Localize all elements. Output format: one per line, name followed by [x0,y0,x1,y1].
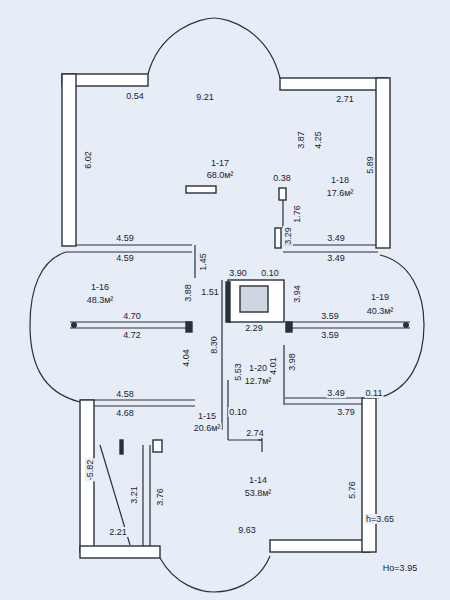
room-label: 20.6м² [193,423,222,433]
dimension-label: 4.58 [115,389,135,399]
room-label: 48.3м² [86,295,115,305]
dimension-label: 0.11 [365,388,384,398]
dimension-label: 0.54 [125,91,145,101]
dimension-label: 5.53 [233,362,243,382]
dimension-label: 8.30 [209,335,219,355]
dimension-label: 9.63 [237,525,257,535]
dimension-label: 1.51 [200,287,220,297]
room-label: 17.6м² [326,188,355,198]
dimension-label: 6.02 [83,150,93,170]
dimension-label: 4.72 [122,330,142,340]
dimension-label: 1.45 [198,252,208,272]
dimension-label: 0.10 [228,407,248,417]
room-label: 1-17 [210,158,230,168]
room-label: 1-18 [330,175,350,185]
dimension-label: 3.59 [320,330,340,340]
dimension-label: 0.38 [272,173,292,183]
dimension-label: 3.88 [183,283,193,303]
room-label: 53.8м² [244,488,273,498]
dimension-label: 3.90 [228,268,248,278]
dimension-label: 3.98 [287,352,297,372]
dimension-label: 1.76 [292,204,302,224]
dimension-label: 3.94 [292,284,302,304]
dimension-label: 3.49 [326,253,346,263]
dimension-label: 2.74 [245,428,265,438]
dimension-label: h=3.65 [365,514,395,524]
dimension-label: 3.87 [296,130,306,150]
dimension-label: 2.71 [335,94,355,104]
room-label: 1-16 [90,282,110,292]
dimension-label: -5.82 [85,459,95,482]
dimension-label: 3.49 [326,233,346,243]
room-label: 68.0м² [206,170,235,180]
room-label: 1-14 [248,475,268,485]
dimension-label: 3.21 [129,485,139,505]
dimension-label: 3.29 [283,226,293,246]
dimension-label: 4.01 [268,356,278,376]
dimension-label: 4.59 [115,233,135,243]
dimension-label: 3.79 [336,407,356,417]
dimension-label: Ho=3.95 [382,563,418,573]
room-label: 40.3м² [366,306,395,316]
dimension-label: 4.70 [122,311,142,321]
dimension-label: 2.21 [108,527,128,537]
dimension-label: 3.76 [155,487,165,507]
dimension-label: 3.49 [326,388,346,398]
dimension-label: 3.59 [320,311,340,321]
dimension-label: 4.68 [115,408,135,418]
room-label: 1-20 [248,363,268,373]
dimension-label: 4.04 [181,348,191,368]
dimension-label: 4.25 [313,130,323,150]
room-label: 1-15 [197,411,217,421]
room-label: 12.7м² [244,376,273,386]
dimension-label: 4.59 [115,253,135,263]
room-label: 1-19 [370,292,390,302]
dimension-label: 0.10 [260,268,280,278]
dimension-label: 5.89 [365,155,375,175]
dimension-label: 2.29 [244,323,264,333]
dimension-label: 9.21 [195,92,215,102]
dimension-label: 5.76 [347,480,357,500]
